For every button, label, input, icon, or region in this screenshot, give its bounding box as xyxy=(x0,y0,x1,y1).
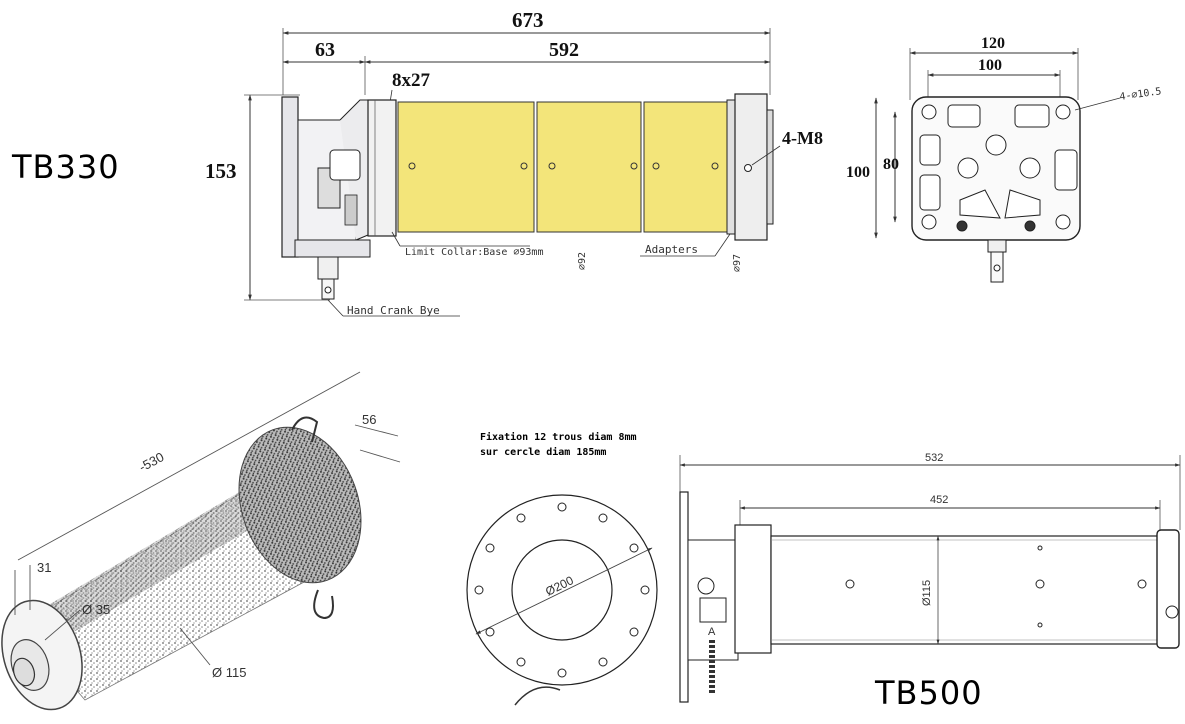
label-hand-crank: Hand Crank Bye xyxy=(347,304,440,317)
adapter xyxy=(726,99,736,235)
dim-tube-length: 592 xyxy=(549,39,579,61)
tb330-side-view: 673 63 592 8x27 153 xyxy=(205,8,823,317)
note-fixation-line1: Fixation 12 trous diam 8mm xyxy=(480,431,637,443)
limit-collar xyxy=(367,99,397,237)
label-limit-collar: Limit Collar:Base ⌀93mm xyxy=(405,247,543,258)
dim-tb500-tube-diameter: Ø115 xyxy=(921,580,933,606)
label-tb500-connector: A xyxy=(708,626,716,638)
label-tube-diameter: ⌀92 xyxy=(577,252,588,270)
dim-height: 153 xyxy=(205,159,237,183)
model-label-tb500: TB500 xyxy=(874,674,983,712)
tb500-end-cap xyxy=(1156,529,1180,649)
dim-tb500-tube-length: 452 xyxy=(930,494,948,506)
mounting-plate xyxy=(281,96,299,258)
tube-section-1 xyxy=(397,101,535,233)
dim-overall-length: 673 xyxy=(512,8,544,32)
label-end-screws: 4-M8 xyxy=(782,128,823,148)
dim-flange-height-outer: 100 xyxy=(846,164,870,181)
dim-flange-width-outer: 120 xyxy=(981,35,1005,52)
model-label-tb330: TB330 xyxy=(11,148,120,186)
dim-iso-head-length: 56 xyxy=(362,412,376,427)
dimension-line-iso-length xyxy=(17,371,361,561)
dim-iso-tube-diameter: Ø 115 xyxy=(212,665,246,680)
tb500-mounting-plate xyxy=(679,491,689,703)
label-adapters: Adapters xyxy=(645,243,698,256)
isometric-view: -530 56 31 Ø 35 Ø 115 xyxy=(1,371,401,711)
label-end-diameter: ⌀97 xyxy=(732,254,743,272)
note-fixation-line2: sur cercle diam 185mm xyxy=(480,446,606,458)
tube-section-2 xyxy=(536,101,642,233)
iso-motor-head xyxy=(238,426,362,584)
dim-iso-shaft-diameter: Ø 35 xyxy=(82,602,110,617)
tb500-tube xyxy=(770,535,1162,645)
tb500-side-view: 532 452 A Ø115 xyxy=(679,452,1181,703)
iso-shaft xyxy=(12,657,36,687)
tb330-flange-view: 120 100 100 80 4-⌀10.5 xyxy=(846,35,1162,283)
dim-flange-width-inner: 100 xyxy=(978,57,1002,74)
dim-iso-end-length: 31 xyxy=(37,560,51,575)
label-flange-holes: 4-⌀10.5 xyxy=(1119,86,1162,103)
tube-section-3 xyxy=(643,101,728,233)
dim-tb500-overall-length: 532 xyxy=(925,452,943,464)
tb500-mounting-holes xyxy=(474,502,650,678)
tb500-flange-view: Fixation 12 trous diam 8mm sur cercle di… xyxy=(466,431,658,706)
dim-flange-length: 63 xyxy=(315,39,335,61)
dim-iso-length: -530 xyxy=(136,449,166,474)
dim-tube-holes: 8x27 xyxy=(392,70,431,91)
dim-flange-height-inner: 80 xyxy=(883,156,899,173)
hand-crank-shaft xyxy=(317,256,339,280)
